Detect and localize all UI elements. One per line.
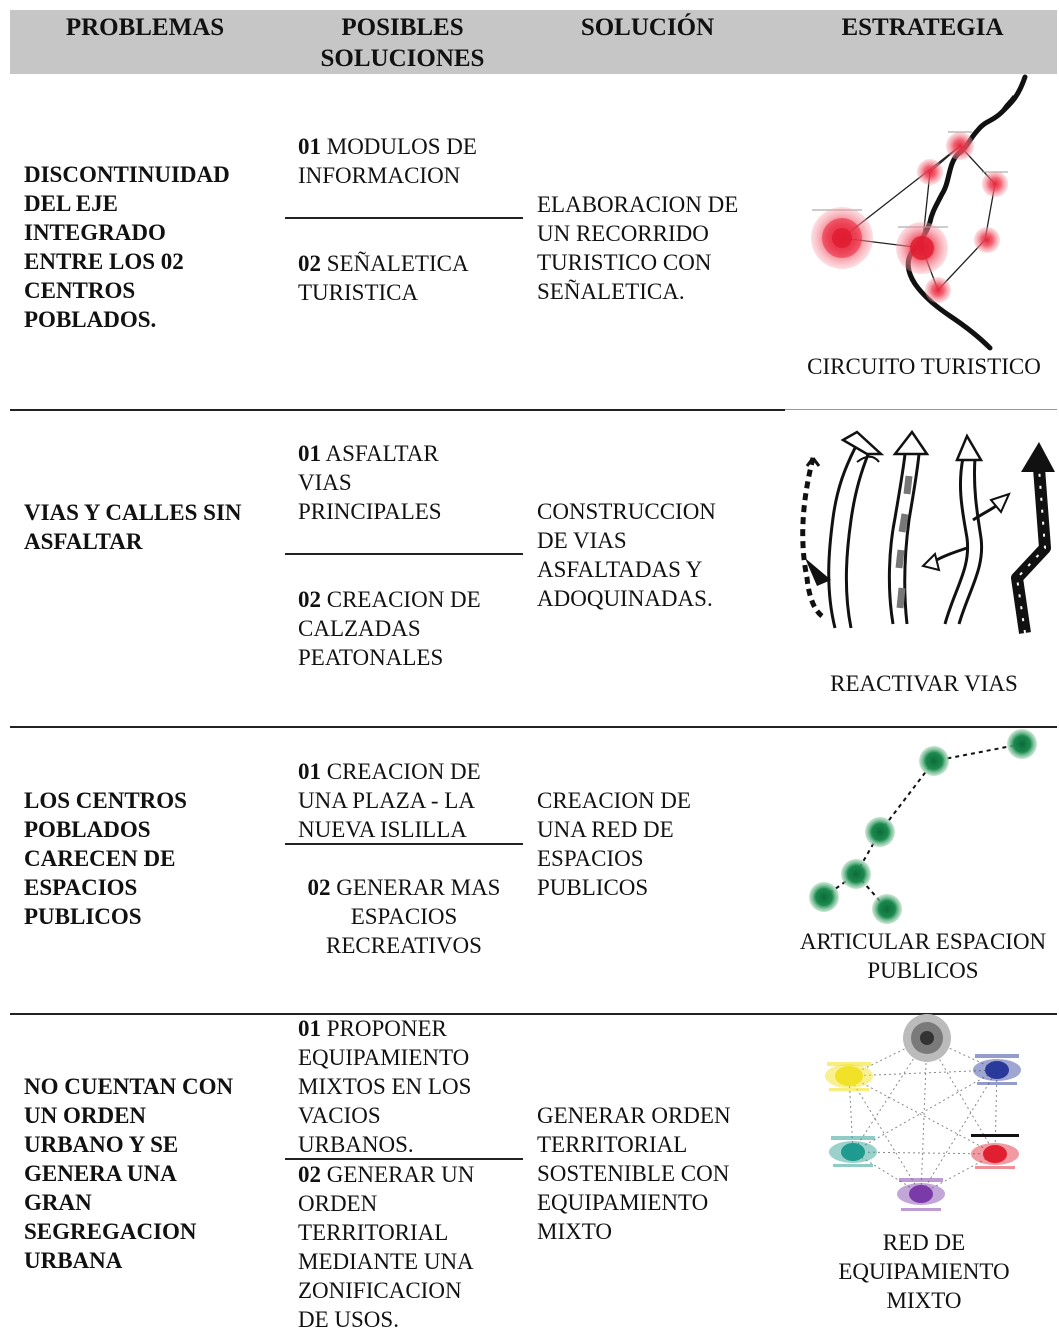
road-arrows-icon: [800, 429, 1055, 634]
row-divider: [785, 409, 1057, 410]
option-divider: [285, 843, 523, 845]
option-1-text: 01 ASFALTAR VIAS PRINCIPALES: [298, 441, 442, 524]
option-2-text: 02 GENERAR UN ORDEN TERRITORIAL MEDIANTE…: [298, 1162, 475, 1332]
option-divider: [285, 217, 523, 219]
header-strategy: ESTRATEGIA: [841, 14, 1004, 41]
tourist-circuit-map-icon: [811, 74, 1028, 351]
mixed-equipment-network-icon: [825, 1014, 1021, 1211]
header-problems: PROBLEMAS: [65, 14, 225, 41]
option-1-text: 01 PROPONER EQUIPAMIENTO MIXTOS EN LOS V…: [298, 1016, 472, 1157]
table-header: [10, 10, 1057, 74]
option-1-text: 01 CREACION DE UNA PLAZA - LA NUEVA ISLI…: [298, 759, 481, 842]
header-possible-solutions: POSIBLES SOLUCIONES: [320, 14, 485, 72]
strategy-caption: REACTIVAR VIAS: [830, 671, 1018, 696]
strategy-caption: CIRCUITO TURISTICO: [807, 354, 1041, 379]
strategy-caption: RED DE EQUIPAMIENTO MIXTO: [838, 1230, 1010, 1313]
option-2-text: 02 GENERAR MAS ESPACIOS RECREATIVOS: [307, 875, 501, 958]
option-1-text: 01 MODULOS DE INFORMACION: [298, 134, 477, 188]
option-divider: [285, 1158, 523, 1160]
strategy-caption: ARTICULAR ESPACION PUBLICOS: [799, 929, 1047, 983]
row-divider: [10, 1013, 1057, 1015]
row-divider: [10, 726, 1057, 728]
row-divider: [10, 409, 785, 411]
option-divider: [285, 553, 523, 555]
public-space-network-icon: [809, 729, 1037, 924]
option-2-text: 02 SEÑALETICA TURISTICA: [298, 251, 469, 305]
header-solution: SOLUCIÓN: [580, 14, 715, 41]
option-2-text: 02 CREACION DE CALZADAS PEATONALES: [298, 587, 481, 670]
